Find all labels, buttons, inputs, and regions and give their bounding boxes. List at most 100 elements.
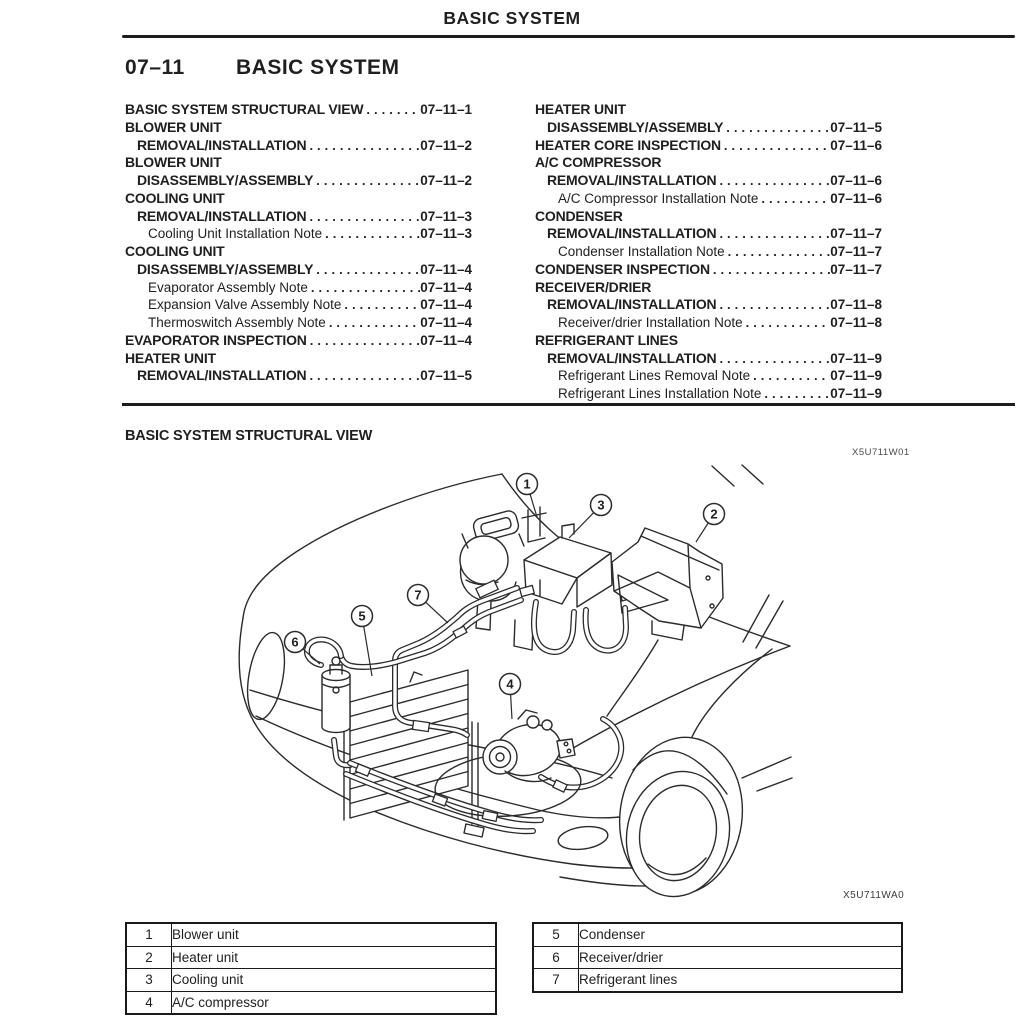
toc-entry-title: REMOVAL/INSTALLATION (547, 225, 717, 242)
callout-leader-2 (695, 522, 709, 543)
figure-heading: BASIC SYSTEM STRUCTURAL VIEW (125, 428, 373, 444)
toc-dot-leader: ........................................… (712, 261, 830, 277)
toc-right-column: HEATER UNIT DISASSEMBLY/ASSEMBLY.........… (535, 101, 882, 403)
callout-1: 1 (515, 472, 539, 518)
toc-entry-page: 07–11–3 (420, 208, 472, 224)
callout-6: 6 (283, 630, 321, 665)
toc-entry-left-11: Expansion Valve Assembly Note...........… (125, 296, 472, 314)
legend-number: 3 (125, 968, 172, 992)
legend-number: 7 (532, 968, 579, 992)
toc-entry-right-1: DISASSEMBLY/ASSEMBLY....................… (535, 119, 882, 137)
toc-dot-leader: ........................................… (764, 386, 830, 401)
toc-entry-left-0: BASIC SYSTEM STRUCTURAL VIEW............… (125, 101, 472, 119)
legend-label: A/C compressor (171, 990, 497, 1015)
legend-number: 1 (125, 922, 172, 947)
toc-entry-title: A/C Compressor Installation Note (558, 190, 759, 206)
toc-entry-title: REFRIGERANT LINES (535, 331, 678, 348)
toc-entry-left-3: BLOWER UNIT (125, 154, 472, 172)
toc-entry-left-12: Thermoswitch Assembly Note..............… (125, 314, 472, 332)
toc-entry-title: HEATER UNIT (535, 101, 626, 117)
toc-entry-right-11: REMOVAL/INSTALLATION....................… (535, 296, 882, 314)
callout-leader-7 (425, 601, 449, 624)
toc-dot-leader: ........................................… (761, 190, 830, 206)
toc-entry-right-15: Refrigerant Lines Removal Note..........… (535, 367, 882, 385)
toc-entry-page: 07–11–2 (420, 137, 472, 153)
toc-entry-title: RECEIVER/DRIER (535, 278, 652, 295)
toc-entry-right-6: CONDENSER (535, 208, 882, 226)
toc-entry-left-2: REMOVAL/INSTALLATION....................… (125, 137, 472, 155)
toc-left-column: BASIC SYSTEM STRUCTURAL VIEW............… (125, 101, 472, 385)
callout-leader-6 (302, 648, 321, 665)
toc-dot-leader: ........................................… (719, 226, 831, 242)
toc-entry-title: HEATER CORE INSPECTION (535, 136, 721, 153)
toc-entry-title: Receiver/drier Installation Note (558, 315, 743, 330)
callout-circle-5 (350, 604, 374, 628)
toc-entry-right-3: A/C COMPRESSOR (535, 154, 882, 172)
callout-number-6: 6 (291, 635, 298, 650)
toc-entry-left-15: REMOVAL/INSTALLATION....................… (125, 367, 472, 385)
legend-label: Condenser (578, 922, 903, 947)
toc-entry-title: A/C COMPRESSOR (535, 154, 662, 171)
front-wheel (618, 736, 793, 898)
toc-entry-page: 07–11–4 (420, 315, 472, 330)
blower-bracket (521, 506, 547, 543)
toc-dot-leader: ........................................… (726, 119, 831, 135)
toc-dot-leader: ........................................… (325, 226, 420, 242)
toc-dot-leader: ........................................… (309, 332, 421, 348)
toc-entry-page: 07–11–9 (830, 350, 882, 366)
toc-entry-title: CONDENSER INSPECTION (535, 260, 710, 277)
toc-dot-leader: ........................................… (309, 208, 421, 224)
toc-entry-right-5: A/C Compressor Installation Note........… (535, 190, 882, 208)
callout-number-4: 4 (506, 677, 514, 692)
toc-entry-title: Thermoswitch Assembly Note (148, 315, 326, 330)
cooling-unit (523, 523, 658, 608)
legend-number: 2 (125, 945, 172, 969)
toc-entry-right-9: CONDENSER INSPECTION....................… (535, 261, 882, 279)
toc-entry-right-0: HEATER UNIT (535, 101, 882, 119)
toc-entry-title: CONDENSER (535, 207, 623, 224)
toc-entry-right-2: HEATER CORE INSPECTION..................… (535, 137, 882, 155)
toc-entry-title: REMOVAL/INSTALLATION (547, 172, 717, 188)
toc-dot-leader: ........................................… (316, 173, 421, 188)
toc-entry-title: Refrigerant Lines Installation Note (558, 386, 762, 401)
toc-entry-title: Cooling Unit Installation Note (148, 226, 323, 242)
toc-entry-page: 07–11–7 (830, 261, 882, 277)
toc-entry-page: 07–11–2 (420, 173, 472, 188)
toc-entry-right-7: REMOVAL/INSTALLATION....................… (535, 225, 882, 243)
toc-entry-title: DISASSEMBLY/ASSEMBLY (137, 260, 314, 277)
section-number: 07–11 (125, 56, 185, 79)
toc-entry-title: BLOWER UNIT (125, 118, 222, 135)
toc-entry-right-13: REFRIGERANT LINES (535, 332, 882, 350)
headlight-recess (246, 631, 286, 721)
toc-entry-left-10: Evaporator Assembly Note................… (125, 279, 472, 297)
toc-entry-page: 07–11–4 (420, 261, 472, 277)
legend-number: 5 (532, 922, 579, 947)
toc-entry-left-5: COOLING UNIT (125, 190, 472, 208)
legend-label: Blower unit (171, 922, 497, 947)
toc-entry-title: REMOVAL/INSTALLATION (547, 349, 717, 366)
toc-dot-leader: ........................................… (719, 350, 831, 366)
toc-entry-page: 07–11–4 (420, 332, 472, 348)
toc-entry-right-16: Refrigerant Lines Installation Note.....… (535, 385, 882, 403)
toc-entry-title: REMOVAL/INSTALLATION (547, 296, 717, 313)
toc-entry-page: 07–11–4 (420, 279, 472, 295)
pipe-fittings (354, 579, 568, 823)
toc-entry-page: 07–11–8 (830, 315, 882, 330)
toc-dot-leader: ........................................… (309, 368, 421, 384)
legend-label: Heater unit (171, 945, 497, 969)
toc-entry-title: Evaporator Assembly Note (148, 279, 308, 295)
toc-entry-page: 07–11–5 (420, 368, 472, 384)
toc-entry-title: Expansion Valve Assembly Note (148, 297, 342, 313)
receiver-drier (321, 656, 351, 734)
page-header-title: BASIC SYSTEM (443, 8, 581, 28)
toc-entry-right-10: RECEIVER/DRIER (535, 279, 882, 297)
toc-dot-leader: ........................................… (723, 137, 831, 153)
cowl-lines (711, 464, 784, 649)
